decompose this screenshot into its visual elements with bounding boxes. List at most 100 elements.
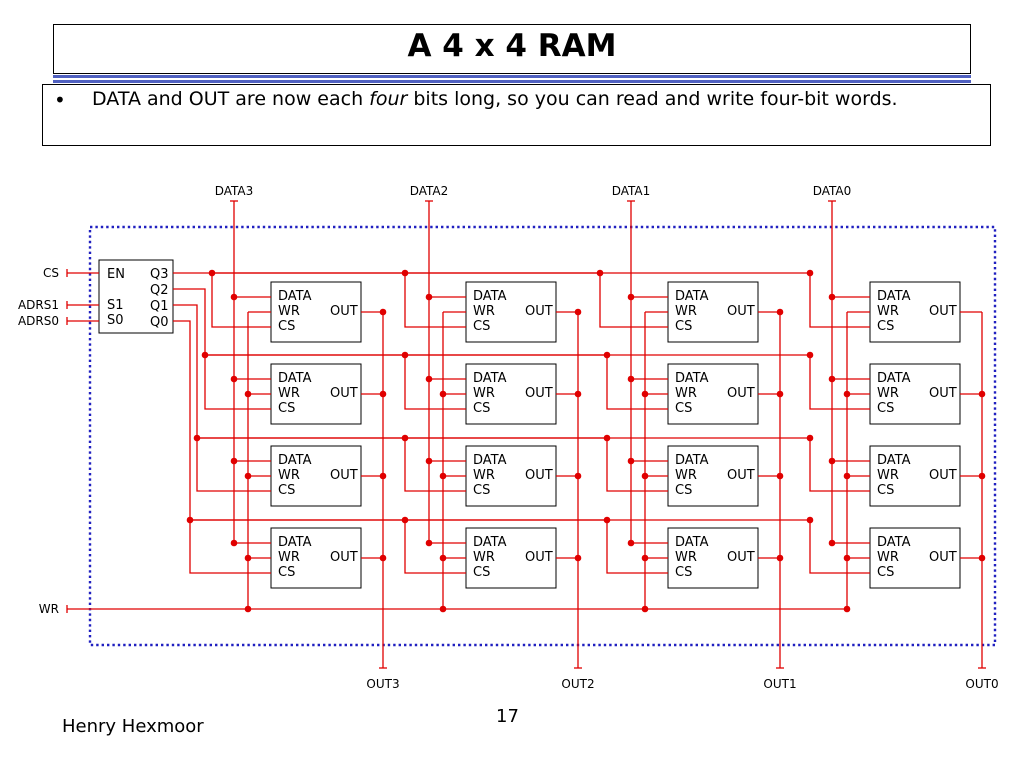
data-junction-r2c3 (828, 457, 836, 465)
out-junction-r1c1 (574, 390, 582, 398)
cell-wr-label-r2c2: WR (675, 468, 697, 483)
cell-wr-label-r0c2: WR (675, 304, 697, 319)
data-junction-r0c2 (627, 293, 635, 301)
data-junction-r3c2 (627, 539, 635, 547)
cell-cs-label-r2c1: CS (473, 483, 490, 498)
cell-out-label-r0c0: OUT (330, 304, 358, 319)
cell-out-label-r1c3: OUT (929, 386, 957, 401)
ram-cell-r3c3 (869, 527, 961, 589)
cs-in-r2c3 (809, 438, 870, 492)
data-junction-r1c3 (828, 375, 836, 383)
cell-data-label-r3c2: DATA (675, 535, 709, 550)
decoder-q3-label: Q3 (150, 267, 169, 282)
cell-cs-label-r0c3: CS (877, 319, 894, 334)
cs-in-r2c1 (404, 438, 466, 492)
cell-data-label-r0c1: DATA (473, 289, 507, 304)
data-junction-r2c1 (425, 457, 433, 465)
cs-in-r0c3 (809, 273, 870, 328)
cell-data-label-r1c3: DATA (877, 371, 911, 386)
out-junction-r1c3 (978, 390, 986, 398)
footer-author: Henry Hexmoor (62, 716, 204, 737)
cs-in-r0c1 (404, 273, 466, 328)
cs-junction-r0c2 (596, 269, 604, 277)
cell-data-label-r1c1: DATA (473, 371, 507, 386)
input-cs-label: CS (43, 266, 59, 280)
cs-in-r3c3 (809, 520, 870, 574)
data-junction-r3c0 (230, 539, 238, 547)
bullet-marker: • (54, 88, 66, 112)
cs-junction-r2c2 (603, 434, 611, 442)
cell-data-label-r0c2: DATA (675, 289, 709, 304)
cell-wr-label-r2c0: WR (278, 468, 300, 483)
cs-junction-r0c3 (806, 269, 814, 277)
out-junction-r2c1 (574, 472, 582, 480)
out-junction-r0c0 (379, 308, 387, 316)
out-junction-r0c2 (776, 308, 784, 316)
cell-data-label-r1c0: DATA (278, 371, 312, 386)
data3-label: DATA3 (215, 184, 254, 198)
cell-cs-label-r0c2: CS (675, 319, 692, 334)
wr-junction-col2 (641, 605, 649, 613)
out-junction-r3c2 (776, 554, 784, 562)
cell-wr-label-r2c1: WR (473, 468, 495, 483)
cell-out-label-r2c0: OUT (330, 468, 358, 483)
decoder-q1-label: Q1 (150, 299, 169, 314)
wr-junction-r3c3 (843, 554, 851, 562)
cell-cs-label-r1c3: CS (877, 401, 894, 416)
page-number: 17 (496, 706, 519, 727)
bullet-text-after: bits long, so you can read and write fou… (407, 88, 898, 110)
ram-cell-r0c1 (465, 281, 557, 343)
cell-cs-label-r2c0: CS (278, 483, 295, 498)
out-junction-r2c3 (978, 472, 986, 480)
out-junction-r3c1 (574, 554, 582, 562)
wr-junction-r3c2 (641, 554, 649, 562)
cell-wr-label-r1c1: WR (473, 386, 495, 401)
decoder-en-label: EN (107, 267, 125, 282)
cell-wr-label-r1c0: WR (278, 386, 300, 401)
data-junction-r0c1 (425, 293, 433, 301)
data-junction-r2c2 (627, 457, 635, 465)
wr-junction-r1c3 (843, 390, 851, 398)
slide-title: A 4 x 4 RAM (407, 28, 617, 64)
cell-data-label-r2c1: DATA (473, 453, 507, 468)
ram-cell-r2c1 (465, 445, 557, 507)
input-adrs0-label: ADRS0 (18, 314, 59, 328)
ram-cell-r1c3 (869, 363, 961, 425)
cell-wr-label-r0c3: WR (877, 304, 899, 319)
cell-cs-label-r3c3: CS (877, 565, 894, 580)
cell-out-label-r0c1: OUT (525, 304, 553, 319)
cs-in-r1c1 (404, 355, 466, 410)
decoder-s1-label: S1 (107, 298, 124, 313)
cell-data-label-r0c0: DATA (278, 289, 312, 304)
cs-in-r0c2 (599, 273, 668, 328)
input-wr-label: WR (39, 602, 59, 616)
cell-wr-label-r1c3: WR (877, 386, 899, 401)
cs-in-r3c2 (606, 520, 668, 574)
cell-out-label-r0c3: OUT (929, 304, 957, 319)
cell-wr-label-r3c3: WR (877, 550, 899, 565)
cs-in-r2c0 (196, 438, 271, 492)
cell-out-label-r1c1: OUT (525, 386, 553, 401)
wr-junction-r2c0 (244, 472, 252, 480)
wr-junction-r3c0 (244, 554, 252, 562)
data-junction-r1c2 (627, 375, 635, 383)
cell-wr-label-r3c1: WR (473, 550, 495, 565)
cs-junction-r2c3 (806, 434, 814, 442)
out-junction-r0c1 (574, 308, 582, 316)
ram-cell-r3c0 (270, 527, 362, 589)
cs-junction-r1c1 (401, 351, 409, 359)
out-junction-r1c0 (379, 390, 387, 398)
ram-boundary (88, 225, 997, 647)
cs-in-r1c2 (606, 355, 668, 410)
data-junction-r1c0 (230, 375, 238, 383)
wr-junction-r2c1 (439, 472, 447, 480)
cell-cs-label-r1c1: CS (473, 401, 490, 416)
out-junction-r1c2 (776, 390, 784, 398)
data1-label: DATA1 (612, 184, 651, 198)
cell-cs-label-r2c3: CS (877, 483, 894, 498)
ram-cell-r3c2 (667, 527, 759, 589)
data-junction-r3c1 (425, 539, 433, 547)
out-junction-r2c2 (776, 472, 784, 480)
cell-wr-label-r1c2: WR (675, 386, 697, 401)
